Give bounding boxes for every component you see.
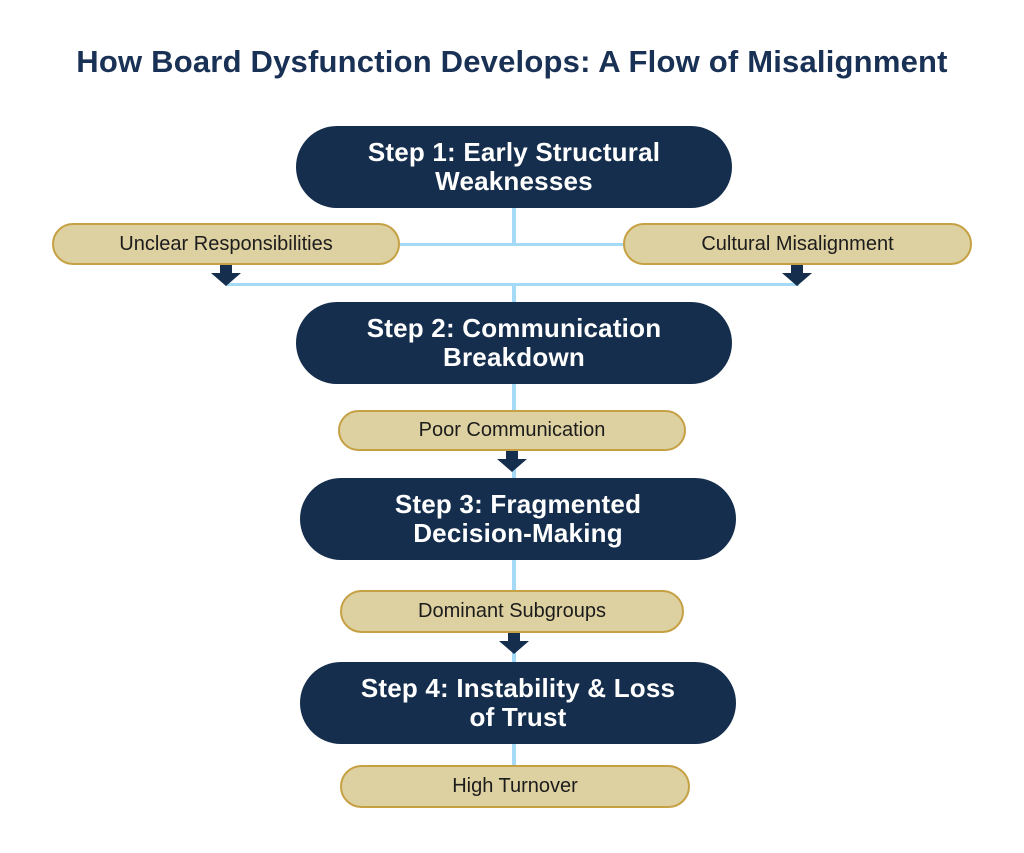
factor-poor-communication-label: Poor Communication [418, 419, 606, 441]
step-3-label-line2: Decision-Making [413, 518, 623, 548]
factor-cultural-misalignment-label: Cultural Misalignment [701, 232, 894, 255]
diagram-title: How Board Dysfunction Develops: A Flow o… [76, 44, 948, 79]
factor-dominant-subgroups: Dominant Subgroups [340, 590, 684, 633]
down-arrow-icon [497, 451, 527, 472]
factor-cultural-misalignment: Cultural Misalignment [623, 223, 972, 265]
factor-unclear-responsibilities-label: Unclear Responsibilities [119, 232, 333, 255]
down-arrow-icon [782, 265, 812, 286]
step-3-box: Step 3: Fragmented Decision-Making [300, 478, 736, 560]
arrow-head [211, 273, 241, 286]
arrow-stem [220, 265, 232, 273]
connector-step4-down [512, 744, 516, 766]
factor-dominant-subgroups-label: Dominant Subgroups [418, 600, 606, 622]
factor-high-turnover-label: High Turnover [452, 775, 578, 797]
arrow-head [499, 641, 529, 654]
step-4-label-line2: of Trust [469, 702, 567, 732]
step-4-label-line1: Step 4: Instability & Loss [360, 672, 676, 703]
arrow-stem [508, 633, 520, 641]
factor-unclear-responsibilities: Unclear Responsibilities [52, 223, 400, 265]
step-1-box: Step 1: Early Structural Weaknesses [296, 126, 732, 208]
step-2-box: Step 2: Communication Breakdown [296, 302, 732, 384]
factor-high-turnover: High Turnover [340, 765, 690, 808]
arrow-stem [791, 265, 803, 273]
connector-merge-down [512, 284, 516, 304]
factor-poor-communication: Poor Communication [338, 410, 686, 451]
step-2-label-line1: Step 2: Communication [366, 312, 662, 343]
step-1-label-line1: Step 1: Early Structural [367, 136, 661, 167]
down-arrow-icon [211, 265, 241, 286]
step-2-label-line2: Breakdown [443, 342, 585, 372]
arrow-head [782, 273, 812, 286]
step-3-label-line1: Step 3: Fragmented [394, 488, 642, 519]
connector-branch-horizontal [400, 243, 625, 246]
step-1-label-line2: Weaknesses [435, 166, 593, 196]
step-4-box: Step 4: Instability & Loss of Trust [300, 662, 736, 744]
down-arrow-icon [499, 633, 529, 654]
arrow-stem [506, 451, 518, 459]
connector-step1-down [512, 208, 516, 246]
arrow-head [497, 459, 527, 472]
